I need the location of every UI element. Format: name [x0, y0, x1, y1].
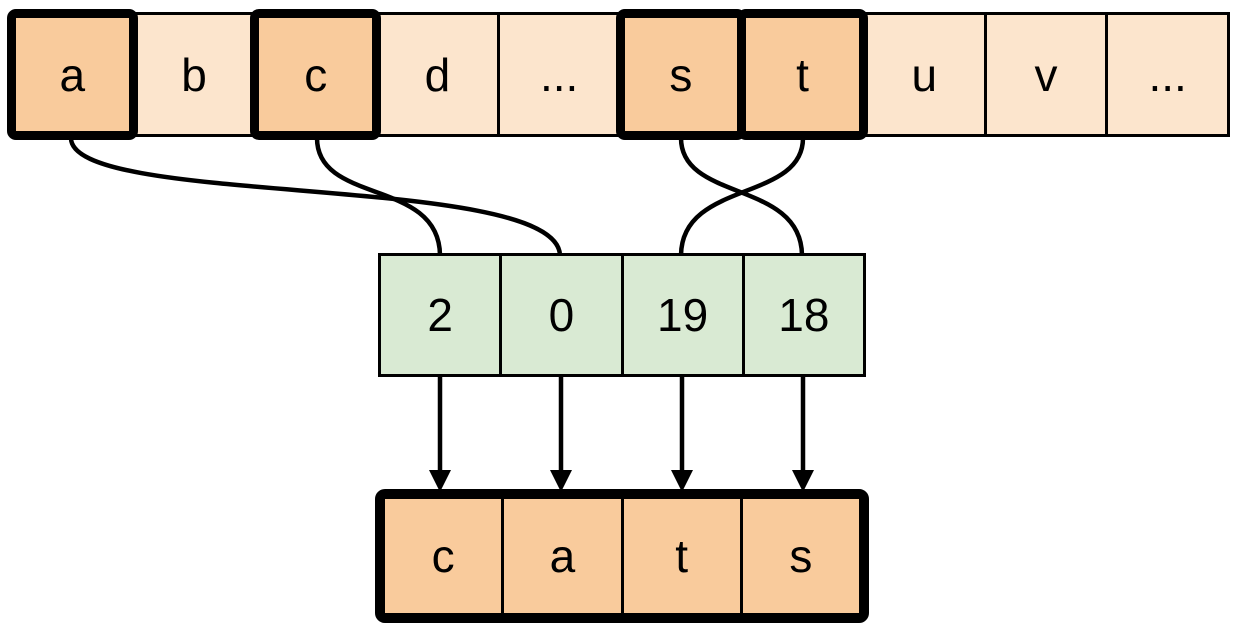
- result-cell-label: c: [431, 530, 455, 582]
- result-cell-a: a: [501, 499, 621, 613]
- result-array: c a t s: [375, 489, 869, 623]
- index-array: 2 0 19 18: [378, 253, 866, 377]
- alphabet-cell-label: a: [59, 48, 86, 101]
- alphabet-cell-d: d: [375, 15, 497, 134]
- mapping-curve-a-to-0: [68, 137, 563, 257]
- result-cell-label: a: [549, 530, 576, 582]
- alphabet-cell-label: v: [1034, 48, 1058, 101]
- alphabet-cell-a: a: [7, 9, 138, 140]
- alphabet-cell-u: u: [861, 15, 984, 134]
- mapping-curve-s-to-18: [678, 137, 805, 257]
- alphabet-cell-label: ...: [539, 48, 579, 101]
- index-cell-19: 19: [620, 256, 742, 374]
- alphabet-cell-v: v: [983, 15, 1106, 134]
- mapping-curve-t-to-19: [678, 137, 806, 257]
- alphabet-cell-label: t: [796, 48, 809, 101]
- mapping-curve-c-to-2: [314, 137, 443, 257]
- alphabet-cell-label: b: [181, 48, 207, 101]
- alphabet-cell-t: t: [737, 9, 868, 140]
- alphabet-cell-ellipsis-1: ...: [496, 15, 619, 134]
- index-cell-0: 0: [499, 256, 621, 374]
- index-cell-18: 18: [741, 256, 863, 374]
- index-cell-value: 19: [657, 289, 709, 341]
- alphabet-cell-label: d: [424, 48, 451, 101]
- alphabet-cell-label: s: [669, 48, 693, 101]
- result-cell-s: s: [739, 499, 859, 613]
- index-cell-2: 2: [381, 256, 500, 374]
- alphabet-cell-label: u: [911, 48, 938, 101]
- alphabet-array: a b c d ... s t u v ...: [7, 9, 1230, 140]
- alphabet-cell-b: b: [131, 15, 254, 134]
- index-cell-value: 18: [778, 289, 830, 341]
- alphabet-cell-s: s: [615, 9, 747, 140]
- index-cell-value: 0: [548, 289, 575, 341]
- alphabet-cell-label: c: [304, 48, 328, 101]
- result-cell-label: t: [675, 530, 689, 582]
- alphabet-cell-ellipsis-2: ...: [1105, 15, 1228, 134]
- index-cell-value: 2: [427, 289, 453, 341]
- alphabet-cell-label: ...: [1148, 48, 1187, 101]
- result-cell-t: t: [620, 499, 740, 613]
- result-cell-label: s: [789, 530, 813, 582]
- alphabet-cell-c: c: [250, 9, 382, 140]
- result-cell-c: c: [385, 499, 502, 613]
